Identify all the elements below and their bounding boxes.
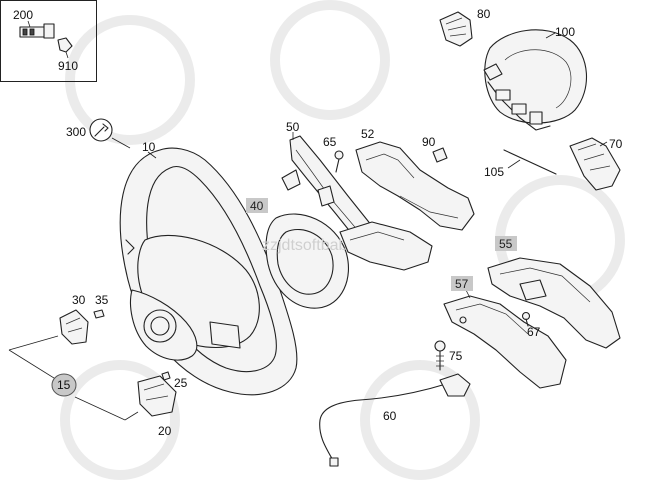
callout-35[interactable]: 35 [95,293,109,307]
callout-90[interactable]: 90 [422,135,436,149]
part-bracket-lower[interactable] [339,221,433,271]
callout-57-box [451,276,473,291]
callout-65[interactable]: 65 [323,135,337,149]
part-20-paddle-switch[interactable] [137,375,177,417]
part-100-airbag-module[interactable] [483,29,587,131]
callout-50[interactable]: 50 [286,120,300,134]
callout-40[interactable]: 40 [250,199,264,213]
callout-10[interactable]: 10 [142,140,156,154]
part-90-cap[interactable] [432,147,448,163]
part-65-screw[interactable] [334,150,344,173]
callout-52[interactable]: 52 [361,127,375,141]
callout-200[interactable]: 200 [13,8,33,22]
callout-57[interactable]: 57 [455,277,469,291]
part-52-cover[interactable] [355,141,475,231]
callout-105[interactable]: 105 [484,165,504,179]
part-105-rod[interactable] [503,149,557,175]
part-60-cable[interactable] [319,373,471,467]
part-57-trim-cover[interactable] [443,295,567,389]
background-watermark-pattern [60,0,625,480]
callout-70[interactable]: 70 [609,137,623,151]
callout-80[interactable]: 80 [477,7,491,21]
callout-67[interactable]: 67 [527,325,541,339]
callout-60[interactable]: 60 [383,409,397,423]
part-67-screw[interactable] [521,311,531,327]
callout-100[interactable]: 100 [555,25,575,39]
part-35-screw[interactable] [93,309,105,319]
callout-15-ring [51,373,77,397]
callout-25[interactable]: 25 [174,376,188,390]
callout-30[interactable]: 30 [72,293,86,307]
callout-75[interactable]: 75 [449,349,463,363]
part-910-clip[interactable] [57,37,73,53]
part-55-trim-cover[interactable] [487,257,621,349]
part-80-switch[interactable] [439,11,473,47]
part-10-steering-wheel[interactable] [119,147,298,396]
callout-300[interactable]: 300 [66,125,86,139]
callout-15-leaders [8,335,139,421]
callout-20[interactable]: 20 [158,424,172,438]
part-75-screw[interactable] [434,340,446,371]
callout-55-box [495,236,517,251]
callout-15[interactable]: 15 [57,378,71,392]
part-200-connector[interactable] [19,23,55,39]
part-30-paddle-switch[interactable] [59,309,89,345]
part-300-wrench-icon[interactable] [89,118,113,142]
callout-40-box [246,198,268,213]
part-40-clock-spring[interactable] [265,213,350,309]
inset-box [0,0,97,82]
callout-910[interactable]: 910 [58,59,78,73]
part-25-screw[interactable] [161,371,171,381]
part-70-switch[interactable] [569,137,621,191]
callout-55[interactable]: 55 [499,237,513,251]
